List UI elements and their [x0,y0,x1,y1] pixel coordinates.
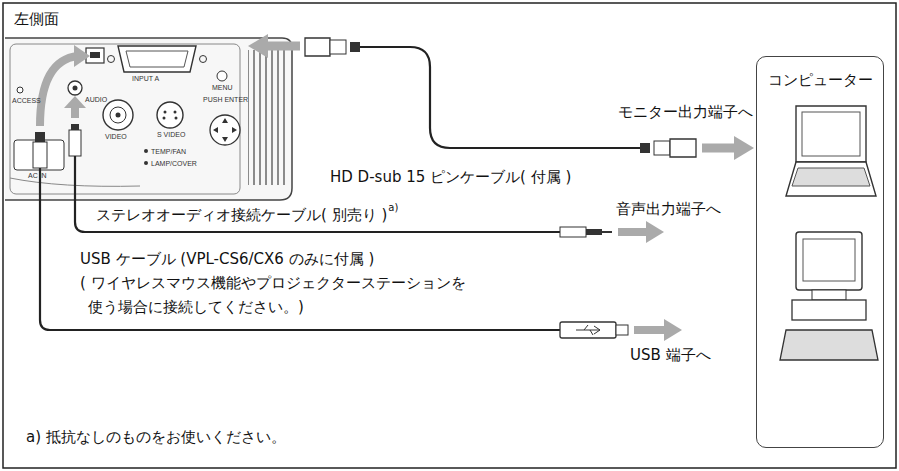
callout-text: モニター出力端子へ [618,103,753,121]
panel-label: PUSH ENTER [203,96,248,104]
cable-name: ステレオオーディオ接続ケーブル( 別売り ) [96,206,387,224]
panel-label: S VIDEO [157,131,185,139]
panel-label: LAMP/COVER [151,160,197,168]
cable-name: USB ケーブル (VPL-CS6/CX6 のみに付属 ) [80,250,374,268]
callout-text: USB 端子へ [630,346,711,364]
laptop-icon [786,106,876,196]
panel-label: MENU [212,84,233,92]
audio-cable [64,96,664,243]
cable-name: HD D-sub 15 ピンケーブル( 付属 ) [330,168,571,186]
desktop-icon [780,232,878,360]
panel-label: AC IN [28,172,47,180]
panel-label: ACCESS [12,97,41,105]
callout-text: 音声出力端子へ [616,200,721,218]
computer-box: コンピューター [756,56,884,448]
title: 左側面 [14,10,59,28]
footnote-mark: a) [388,203,398,213]
note-text: ( ワイヤレスマウス機能やプロジェクターステーションを [80,274,466,292]
frame [3,3,896,468]
projector-side [5,38,292,200]
vga-cable [248,34,754,160]
footnote-text: a) 抵抗なしのものをお使いください。 [26,428,286,446]
usb-cable [33,45,682,341]
note-text: 使う場合に接続してください。) [88,298,304,316]
box-heading: コンピューター [757,57,883,89]
panel-label: VIDEO [105,133,127,141]
panel-label: TEMP/FAN [151,148,186,156]
panel-label: INPUT A [132,75,159,83]
panel-label: AUDIO [85,96,107,104]
